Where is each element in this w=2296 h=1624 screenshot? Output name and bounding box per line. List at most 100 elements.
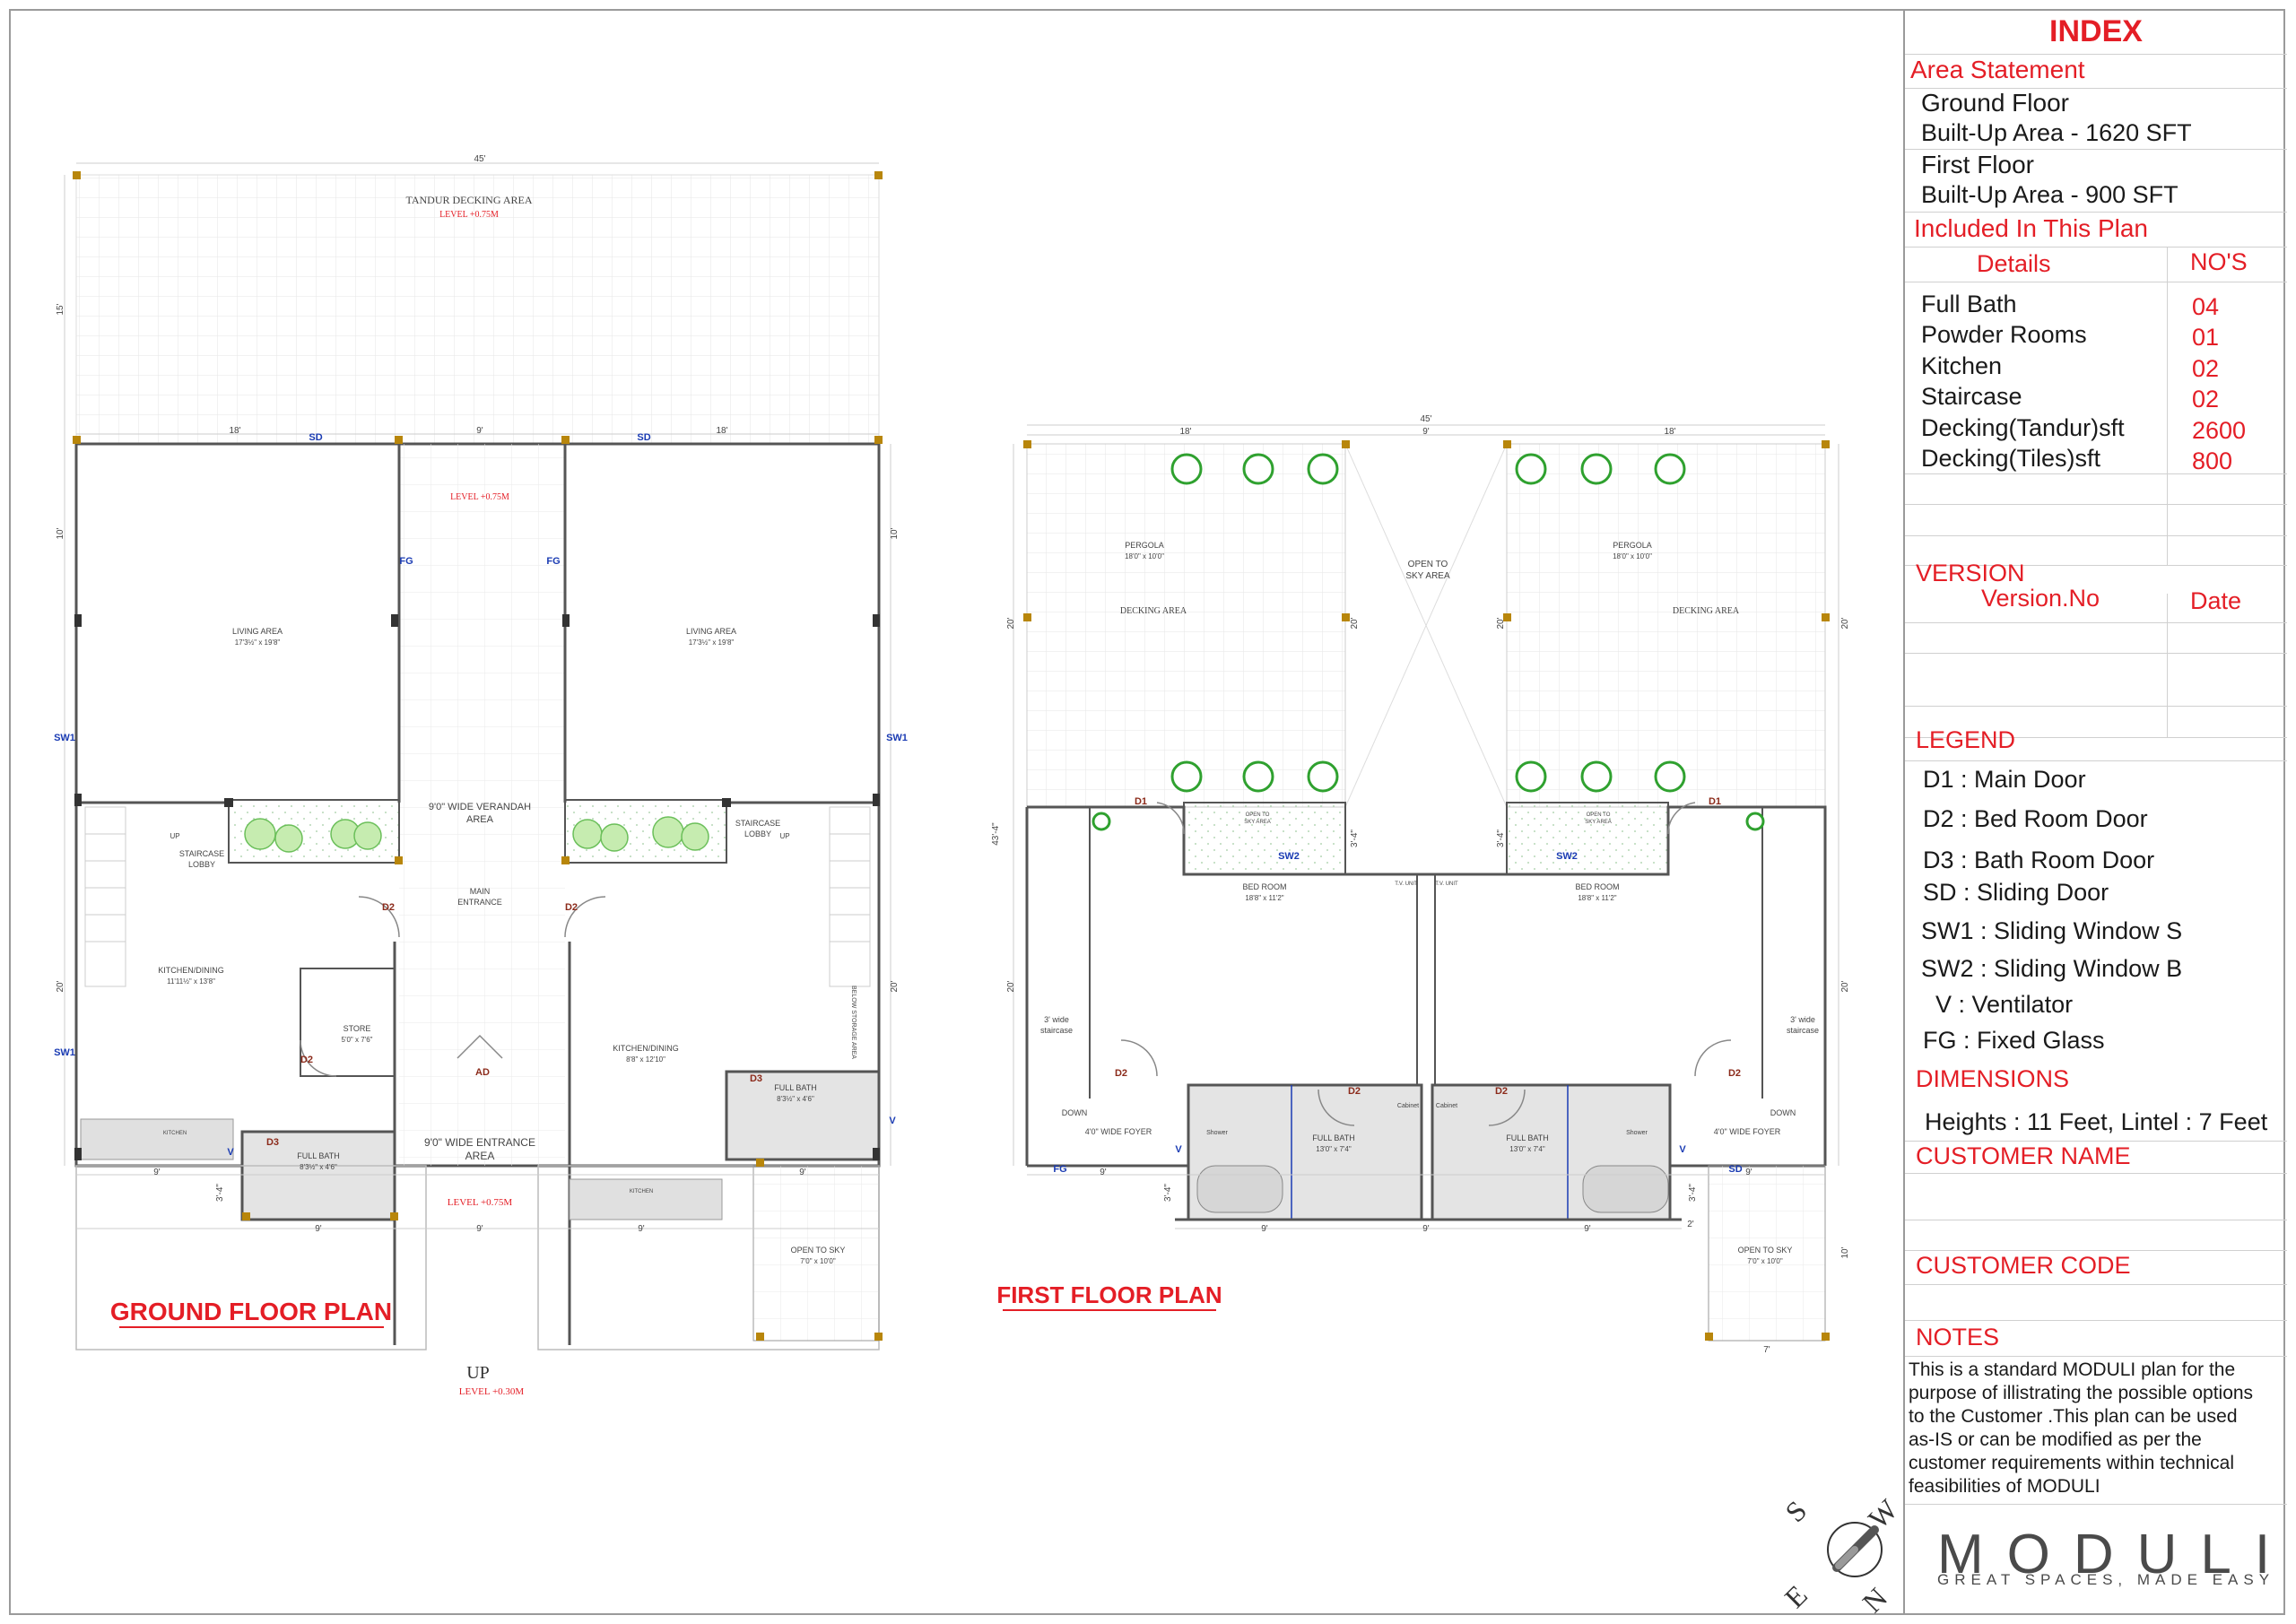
ff-tag-v-right: V	[1679, 1144, 1686, 1155]
pergola-right-name: PERGOLA	[1613, 541, 1652, 550]
compass-e: E	[1779, 1579, 1813, 1614]
ff-tag-sd: SD	[1728, 1164, 1742, 1175]
open-sky-mid-line2: SKY AREA	[1405, 571, 1450, 581]
bath-right-size: 8'3½" x 4'6"	[777, 1095, 814, 1103]
kitchen-tag-left: KITCHEN	[163, 1131, 187, 1136]
entrance-area-line1: 9'0" WIDE ENTRANCE	[424, 1136, 535, 1149]
dim-bot9c: 9'	[476, 1224, 483, 1234]
down-right: DOWN	[1770, 1108, 1796, 1117]
ff-bath-left-size: 13'0" x 7'4"	[1316, 1145, 1352, 1153]
ff-dim-top: 45'	[1420, 414, 1431, 424]
living-right-name: LIVING AREA	[686, 627, 736, 636]
tv-right: T.V. UNIT	[1435, 881, 1458, 887]
up-main: UP	[466, 1363, 490, 1383]
ff-dim-side20e: 20'	[1006, 980, 1016, 992]
tag-fg-left: FG	[399, 556, 413, 567]
first-tags: D1 D1 SW2 SW2 D2 D2 D2 D2 FG SD V V	[1053, 796, 1742, 1175]
customer-code-label: CUSTOMER CODE	[1916, 1252, 2131, 1279]
tag-d2-c: D2	[300, 1055, 313, 1065]
legend-heading: LEGEND	[1916, 726, 2016, 753]
first-columns	[1023, 440, 1830, 1341]
dim-side10-r: 10'	[890, 527, 900, 539]
ground-dimension-lines	[64, 162, 891, 1229]
ff-dim-side34b: 3'-4"	[1496, 829, 1506, 847]
compass-w: W	[1862, 1492, 1901, 1534]
open-to-sky-ground	[752, 1165, 880, 1342]
kitchen-right-name: KITCHEN/DINING	[613, 1044, 679, 1053]
ff-bath-left-name: FULL BATH	[1312, 1133, 1355, 1142]
open-sky-ground-size: 7'0" x 10'0"	[800, 1257, 836, 1265]
ff-dim-side20c: 20'	[1496, 617, 1506, 629]
stair-left-2: staircase	[1040, 1026, 1073, 1035]
dim-deck-side: 15'	[56, 303, 65, 315]
ff-dim-side20f: 20'	[1840, 980, 1850, 992]
decking-left-label: DECKING AREA	[1120, 606, 1187, 616]
verandah-corridor	[399, 444, 565, 1166]
foyer-right: 4'0" WIDE FOYER	[1714, 1127, 1781, 1136]
living-left-size: 17'3½" x 19'8"	[235, 638, 281, 647]
note-line: as-IS or can be modified as per the	[1909, 1429, 2202, 1450]
planter-shrubs	[244, 816, 709, 853]
ground-columns	[73, 171, 883, 1341]
ff-dim-sky7: 7'	[1763, 1345, 1770, 1355]
open-sky-ground-name: OPEN TO SKY	[791, 1246, 846, 1255]
kitchen-left-size: 11'11½" x 13'8"	[167, 977, 215, 986]
ff-tag-sw2-right: SW2	[1556, 851, 1578, 862]
ff-dim-bot34b: 3'-4"	[1688, 1184, 1698, 1202]
note-line: to the Customer .This plan can be used	[1909, 1406, 2238, 1427]
bathtub-left	[1196, 1165, 1283, 1213]
index-panel: INDEX Area Statement Ground Floor Built-…	[1903, 11, 2287, 1614]
note-line: customer requirements within technical	[1909, 1453, 2234, 1473]
first-floor-title: FIRST FLOOR PLAN	[996, 1281, 1222, 1308]
decking-level: LEVEL +0.75M	[439, 210, 499, 220]
ff-tag-d1-left: D1	[1135, 796, 1147, 807]
tag-d3-b: D3	[750, 1073, 762, 1084]
ff-dim-sky10: 10'	[1840, 1246, 1850, 1258]
open-sky-small-right-1: OPEN TO	[1587, 812, 1611, 818]
ff-tag-fg: FG	[1053, 1164, 1066, 1175]
dim-right18: 18'	[716, 426, 727, 436]
item-name: Staircase	[1921, 383, 2022, 410]
dimensions-heading: DIMENSIONS	[1916, 1065, 2070, 1092]
open-sky-small-left-1: OPEN TO	[1246, 812, 1270, 818]
tag-fg-right: FG	[546, 556, 560, 567]
kitchen-counter-left	[80, 1118, 234, 1160]
ff-dim-side34a: 3'-4"	[1350, 829, 1360, 847]
dim-bot9e: 9'	[799, 1168, 806, 1177]
level-mid: LEVEL +0.75M	[450, 492, 509, 502]
pergola-left-size: 18'0" x 10'0"	[1125, 552, 1164, 560]
kitchen-tag-right: KITCHEN	[630, 1189, 653, 1194]
ff-dim-side20a: 20'	[1006, 617, 1016, 629]
bath-left-name: FULL BATH	[297, 1151, 340, 1160]
decking-right-label: DECKING AREA	[1673, 606, 1740, 616]
cabinet-right: Cabinet	[1436, 1103, 1457, 1109]
item-name: Full Bath	[1921, 291, 2017, 317]
dim-bot4: 3'-4"	[215, 1184, 225, 1202]
ff-open-sky-size: 7'0" x 10'0"	[1747, 1257, 1783, 1265]
ff-dim-bot9d: 9'	[1584, 1224, 1591, 1234]
store-name: STORE	[344, 1024, 371, 1033]
compass-n: N	[1856, 1581, 1893, 1619]
foyer-left: 4'0" WIDE FOYER	[1085, 1127, 1152, 1136]
main-entrance-line1: MAIN	[470, 887, 491, 896]
bed-right-name: BED ROOM	[1575, 882, 1619, 891]
staircase-right-line2: LOBBY	[744, 829, 771, 838]
bed-left-size: 18'8" x 11'2"	[1245, 894, 1283, 902]
tag-sd-right: SD	[637, 432, 650, 443]
verandah-line1: 9'0" WIDE VERANDAH	[429, 802, 531, 812]
pergola-left-name: PERGOLA	[1125, 541, 1164, 550]
first-floor-plan	[1013, 424, 1839, 1342]
down-left: DOWN	[1062, 1108, 1088, 1117]
area-statement-heading: Area Statement	[1910, 56, 2085, 83]
tag-sw1-a: SW1	[54, 733, 75, 743]
cabinet-left: Cabinet	[1397, 1103, 1419, 1109]
open-sky-mid-line1: OPEN TO	[1408, 560, 1448, 569]
item-count: 02	[2192, 386, 2220, 413]
legend-item: SW2 : Sliding Window B	[1921, 955, 2183, 982]
ground-column-blocks	[74, 614, 880, 1160]
date-label: Date	[2190, 587, 2242, 614]
store-room	[300, 968, 396, 1077]
ff-tag-d2-b: D2	[1348, 1086, 1361, 1097]
ff-dim-mid9: 9'	[1422, 427, 1430, 437]
